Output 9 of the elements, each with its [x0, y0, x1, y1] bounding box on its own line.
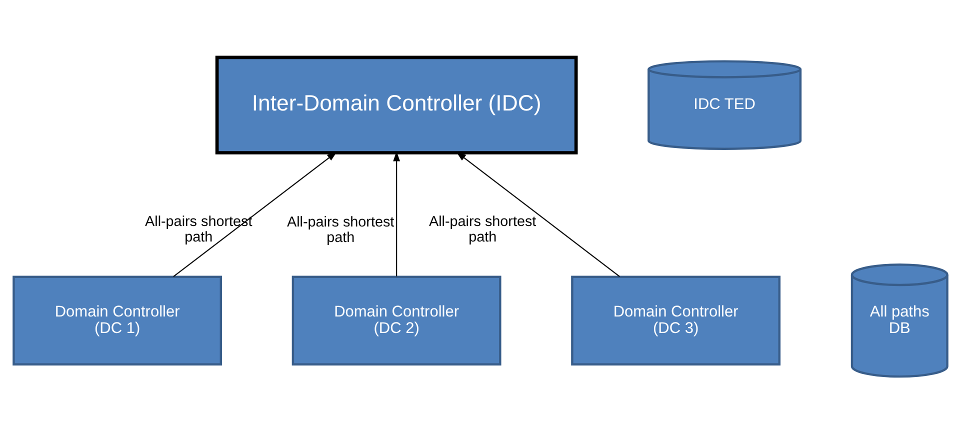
- arrow: [393, 151, 400, 276]
- node-box: Inter-Domain Controller (IDC): [215, 56, 578, 154]
- edge-label: All-pairs shortest path: [429, 214, 536, 246]
- edge-label: All-pairs shortest path: [287, 214, 394, 246]
- arrow: [456, 152, 620, 278]
- arrow: [173, 152, 337, 278]
- node-box: Domain Controller (DC 3): [571, 276, 781, 366]
- node-box: Domain Controller (DC 1): [12, 276, 222, 366]
- node-box: Domain Controller (DC 2): [292, 276, 502, 366]
